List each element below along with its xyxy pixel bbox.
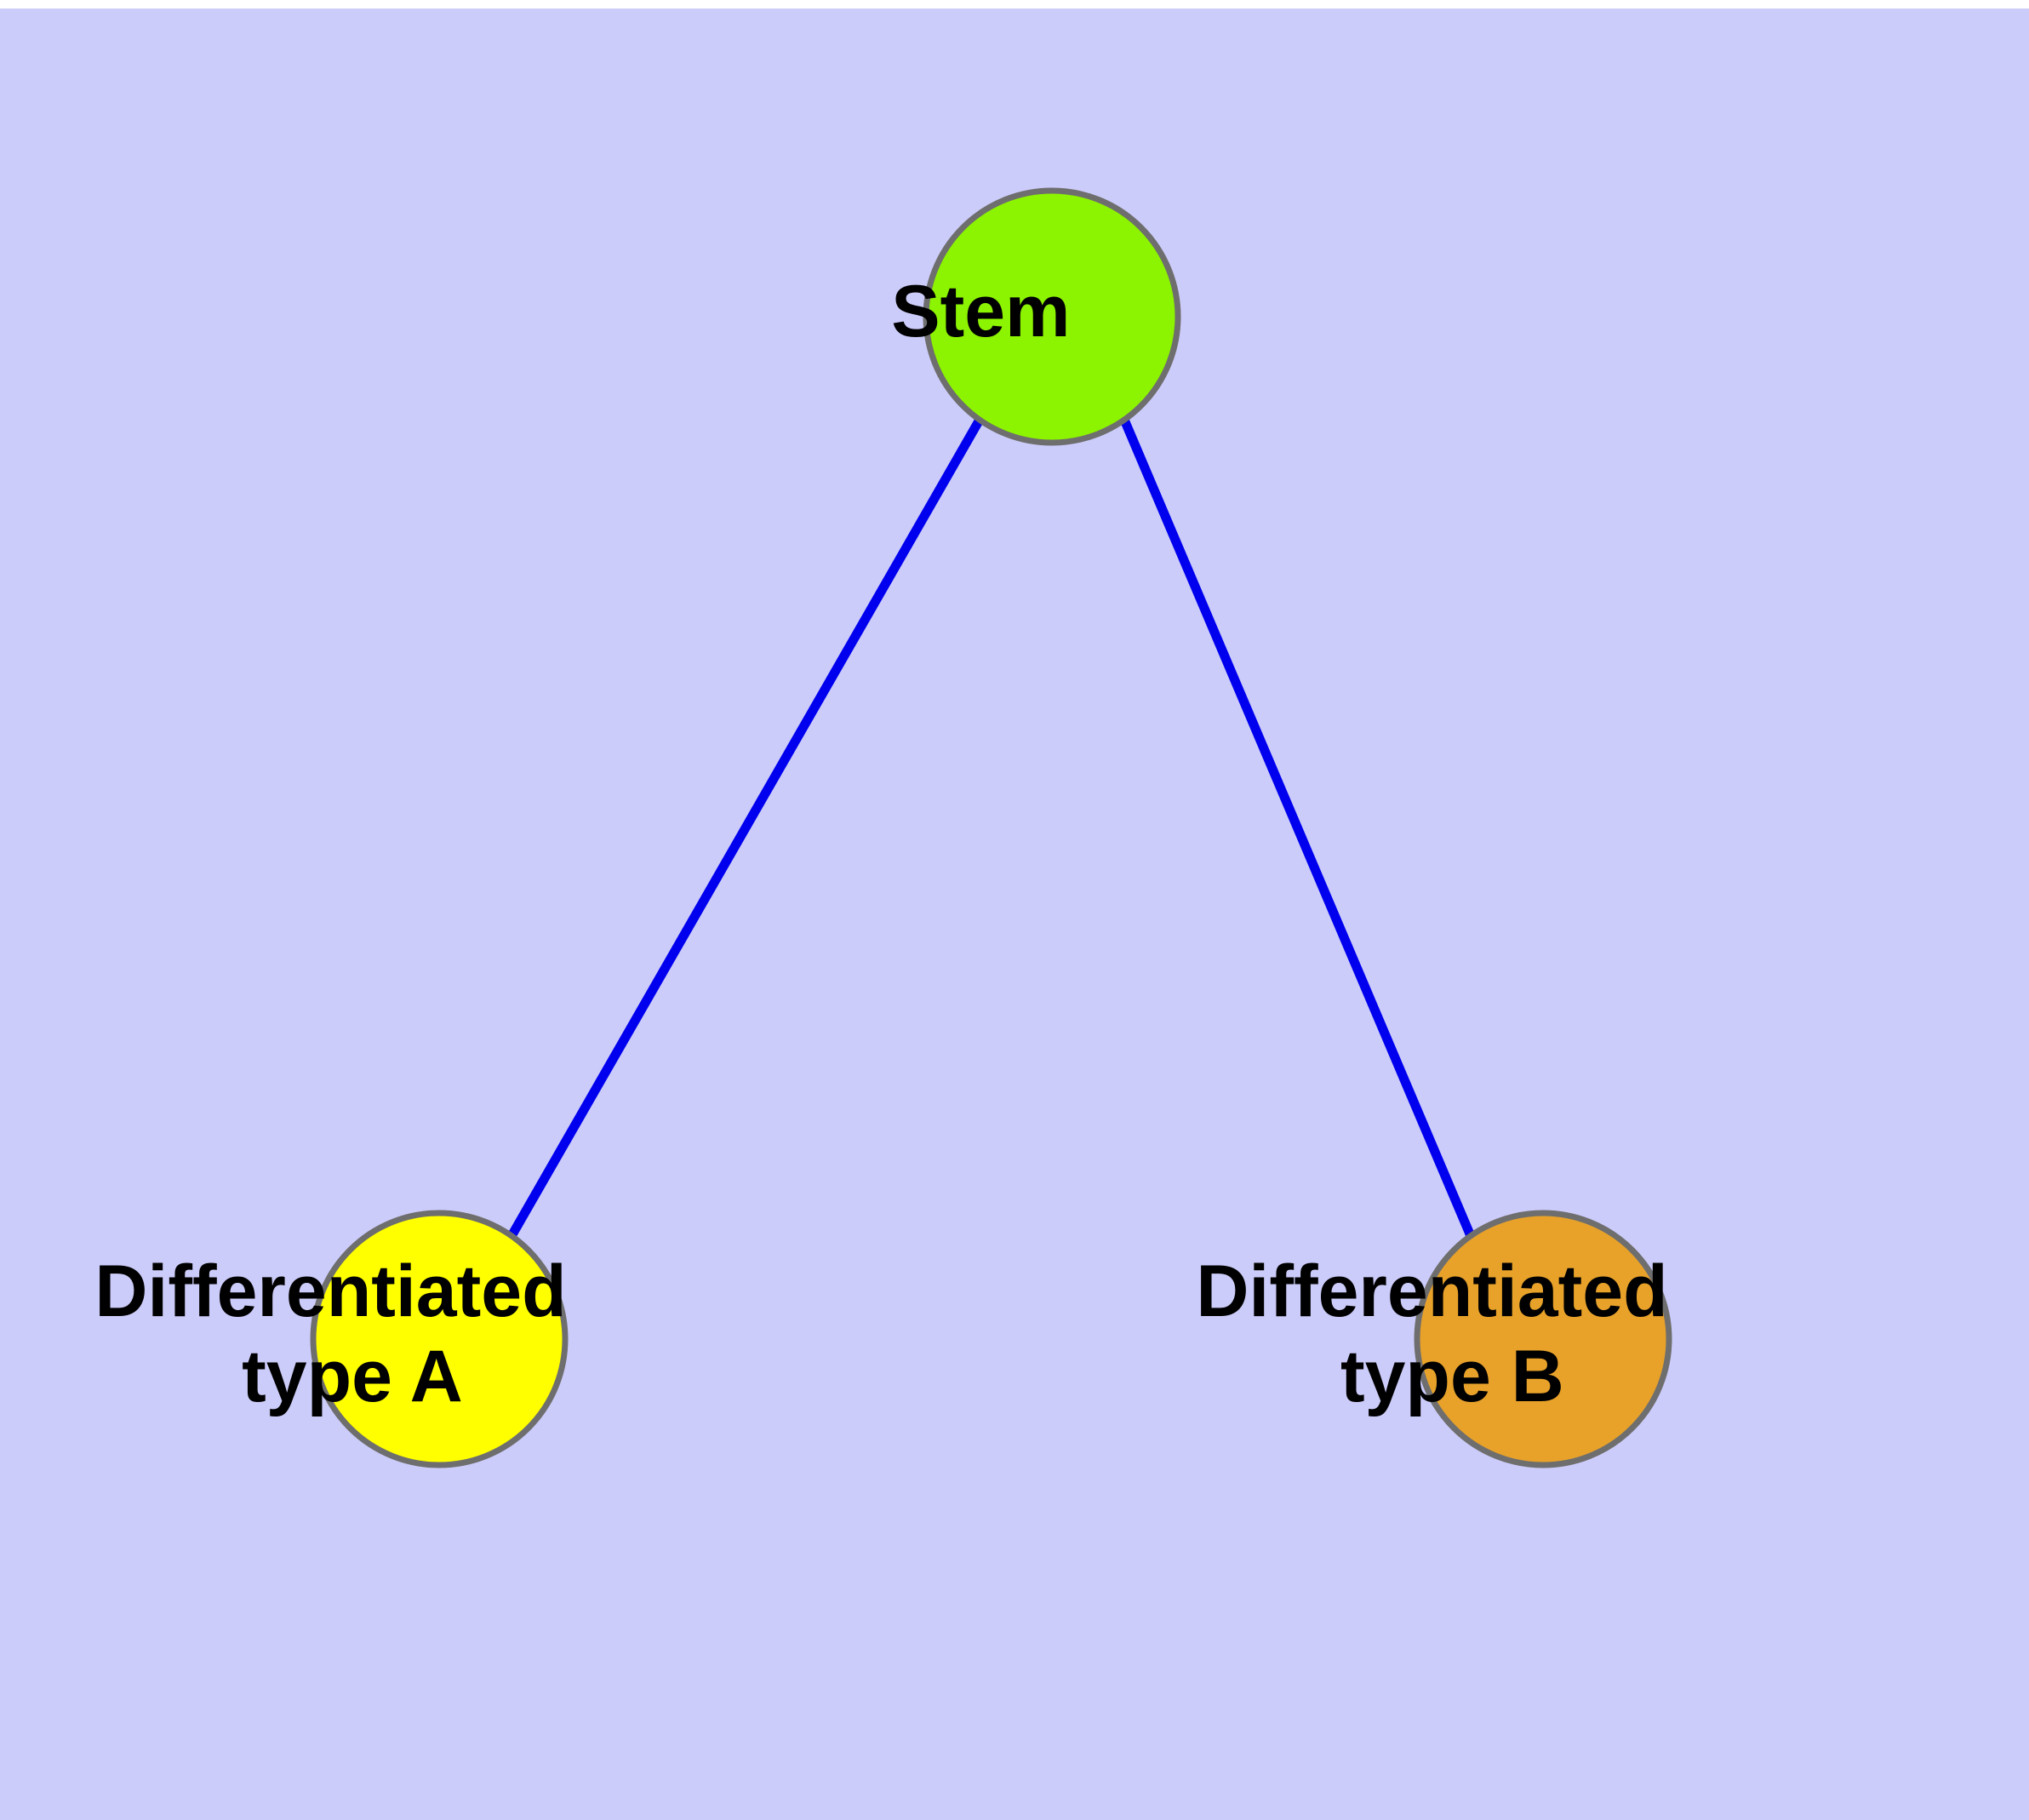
labels-layer: Stem Differentiated type A Differentiate…	[94, 271, 1850, 1417]
node-stem[interactable]	[923, 187, 1181, 446]
node-label-stem: Stem	[891, 271, 1213, 352]
node-differentiated-type-b[interactable]	[1414, 1210, 1672, 1468]
nodes-layer	[310, 187, 1672, 1468]
node-differentiated-type-a[interactable]	[310, 1210, 569, 1468]
edges-layer	[507, 417, 1476, 1239]
edge-stem-to-differentiated-type-a[interactable]	[507, 417, 984, 1239]
edge-stem-to-differentiated-type-b[interactable]	[1119, 417, 1476, 1239]
node-label-differentiated-type-b: Differentiated type B	[1196, 1251, 1850, 1417]
node-label-differentiated-type-a: Differentiated type A	[94, 1251, 749, 1417]
